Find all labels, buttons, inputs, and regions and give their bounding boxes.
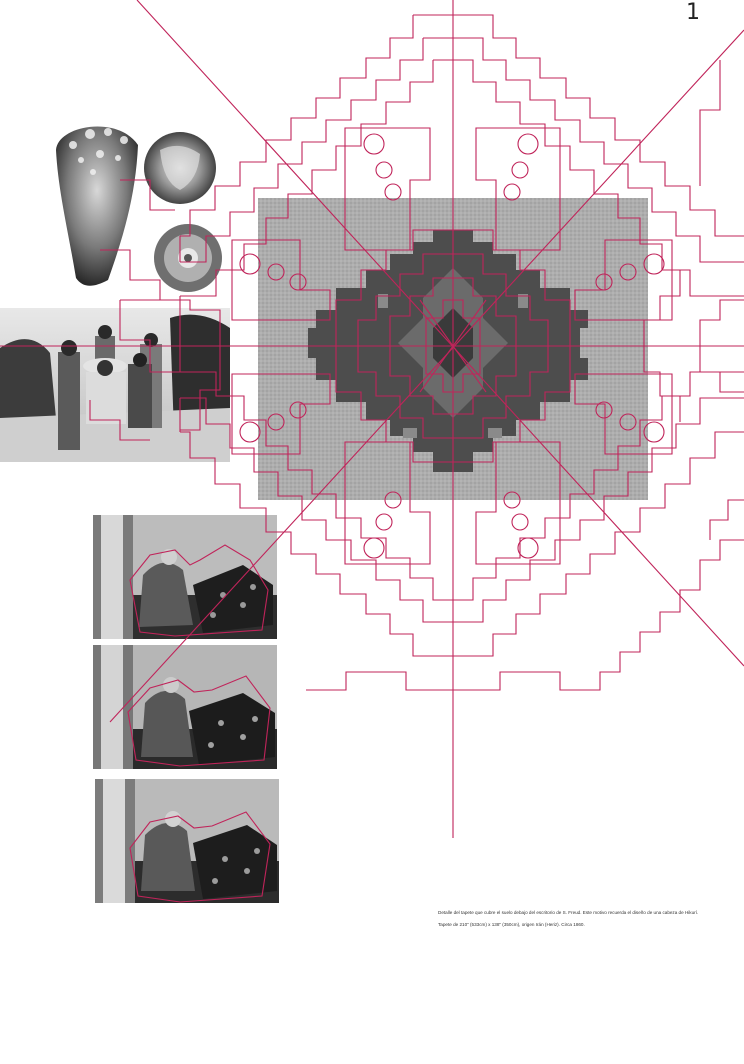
freud-photo-1 (93, 515, 277, 639)
caption: Detalle del tapete que cubre el suelo de… (438, 910, 728, 934)
family-photo (0, 308, 230, 462)
freud-photo-2 (93, 645, 277, 769)
caption-line-2: Tapete de 210" (533cm) x 138" (350cm), o… (438, 922, 585, 927)
peyote-photos (48, 110, 238, 300)
page-number: 1 (686, 0, 700, 25)
freud-photo-3 (95, 779, 279, 903)
caption-line-1: Detalle del tapete que cubre el suelo de… (438, 910, 699, 915)
